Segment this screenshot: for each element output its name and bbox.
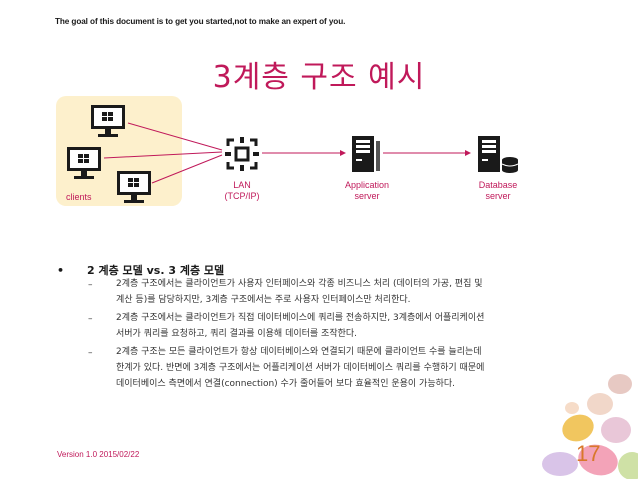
clients-label: clients: [66, 192, 92, 202]
list-item-line: 한계가 있다. 반면에 3계층 구조에서는 어플리케이션 서버가 데이터베이스 …: [116, 363, 485, 373]
header-note: The goal of this document is to get you …: [55, 17, 346, 26]
database-server-label: Database server: [478, 180, 518, 201]
page-number: 17: [576, 441, 601, 466]
dash-marker: –: [88, 314, 93, 324]
database-server-icon: [478, 136, 519, 173]
list-item-line: 2계층 구조에서는 클라이언트가 사용자 인터페이스와 각종 비즈니스 처리 (…: [116, 279, 483, 289]
monitor-icon: [117, 171, 151, 203]
list-item-line: 데이터베이스 측면에서 연결(connection) 수가 줄어들어 보다 효율…: [116, 379, 456, 389]
dash-marker: –: [88, 348, 93, 358]
page-title: 3계층 구조 예시: [212, 60, 426, 95]
lan-label: LAN (TCP/IP): [224, 180, 260, 201]
list-item: 2계층 구조는 모든 클라이언트가 항상 데이터베이스와 연결되기 때문에 클라…: [116, 344, 586, 392]
bullet-heading-text: 2 계층 모델 vs. 3 계층 모델: [87, 264, 225, 277]
monitor-icon: [91, 105, 125, 137]
list-item-line: 서버가 쿼리를 요청하고, 쿼리 결과를 이용해 데이터를 조작한다.: [116, 329, 358, 339]
list-item-line: 계산 등)를 담당하지만, 3계층 구조에서는 주로 사용자 인터페이스만 처리…: [116, 295, 411, 305]
decorative-eggs: [542, 374, 638, 479]
list-item-line: 2계층 구조에서는 클라이언트가 직접 데이터베이스에 쿼리를 전송하지만, 3…: [116, 313, 485, 323]
bullet-marker: •: [57, 264, 65, 277]
link-client3-lan: [151, 154, 223, 184]
list-item: 2계층 구조에서는 클라이언트가 사용자 인터페이스와 각종 비즈니스 처리 (…: [116, 276, 586, 308]
list-item-line: 2계층 구조는 모든 클라이언트가 항상 데이터베이스와 연결되기 때문에 클라…: [116, 347, 482, 357]
dash-marker: –: [88, 280, 93, 290]
list-item: 2계층 구조에서는 클라이언트가 직접 데이터베이스에 쿼리를 전송하지만, 3…: [116, 310, 586, 342]
link-client2-lan: [103, 151, 223, 159]
server-icon: [352, 136, 380, 172]
network-hub-icon: [225, 137, 259, 171]
bullet-heading: • 2 계층 모델 vs. 3 계층 모델: [57, 262, 224, 278]
monitor-icon: [67, 147, 101, 179]
footer-version: Version 1.0 2015/02/22: [57, 450, 140, 459]
application-server-label: Application server: [344, 180, 390, 201]
link-client1-lan: [127, 122, 223, 151]
